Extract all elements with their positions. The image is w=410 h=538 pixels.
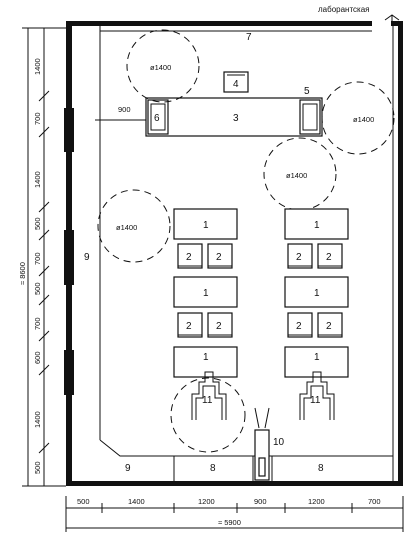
walls [64, 21, 403, 486]
circle-3-label: ø1400 [286, 171, 307, 180]
circle-1 [126, 29, 200, 103]
chairs: 2 2 2 2 2 2 2 [177, 243, 343, 338]
left-window-1 [64, 108, 74, 152]
label-1: 1 [203, 288, 209, 299]
bottom-benches: 9 8 8 [125, 456, 324, 481]
label-1: 1 [203, 352, 209, 363]
sink-right [299, 99, 321, 135]
chair: 2 [317, 243, 343, 269]
bottom-dimension-chain: 500 1400 1200 900 1200 700 ≈ 5900 [65, 496, 404, 532]
dim-bottom-5: 1200 [308, 497, 325, 506]
svg-text:2: 2 [296, 321, 302, 332]
chair: 2 [287, 243, 313, 269]
left-ticks [38, 90, 50, 454]
label-1: 1 [314, 288, 320, 299]
svg-text:2: 2 [216, 252, 222, 263]
top-wall-right [391, 21, 403, 26]
clearance-circles: ø1400 ø1400 ø1400 ø1400 [97, 29, 395, 453]
right-wall [398, 21, 403, 486]
dim-left-1: 1400 [33, 58, 42, 75]
label-3: 3 [233, 113, 239, 124]
dim-left-total: ≈ 8600 [18, 262, 27, 285]
chair: 2 [177, 312, 203, 338]
dim-900-opening: 900 [118, 105, 131, 114]
table-right-2 [284, 276, 349, 308]
circle-4-label: ø1400 [116, 223, 137, 232]
label-10: 10 [273, 437, 285, 448]
demo-table: 3 6 5 [145, 86, 323, 137]
chair: 2 [207, 243, 233, 269]
label-1: 1 [314, 220, 320, 231]
student-tables: 1 1 1 1 1 1 [173, 208, 349, 378]
label-7: 7 [246, 32, 252, 43]
svg-text:2: 2 [186, 252, 192, 263]
table-left-2 [173, 276, 238, 308]
circle-3 [263, 137, 337, 211]
door-arrows-icon [254, 407, 270, 429]
label-11-right: 11 [310, 395, 321, 406]
dim-left-8: 600 [33, 351, 42, 364]
label-9-left: 9 [84, 252, 90, 263]
dim-left-4: 500 [33, 217, 42, 230]
dim-left-6: 500 [33, 282, 42, 295]
table-right-1 [284, 208, 349, 240]
cabinet: 4 [223, 71, 249, 93]
circle-4 [97, 189, 171, 263]
dim-bottom-2: 1400 [128, 497, 145, 506]
dim-left-7: 700 [33, 317, 42, 330]
bottom-wall [66, 481, 403, 486]
left-window-3 [64, 350, 74, 395]
dim-left-5: 700 [33, 252, 42, 265]
left-dimension-chain: 1400 700 1400 500 700 500 700 600 1400 5… [18, 27, 66, 487]
label-11-left: 11 [202, 395, 213, 406]
left-window-2 [64, 230, 74, 285]
dim-left-2: 700 [33, 112, 42, 125]
dim-bottom-3: 1200 [198, 497, 215, 506]
svg-text:2: 2 [186, 321, 192, 332]
top-bench: 7 [99, 26, 372, 440]
top-wall-left [66, 21, 372, 26]
svg-text:2: 2 [216, 321, 222, 332]
circle-2 [321, 81, 395, 155]
stools: 11 11 [191, 371, 335, 420]
dim-bottom-1: 500 [77, 497, 90, 506]
label-9-bottom: 9 [125, 463, 131, 474]
chair: 2 [287, 312, 313, 338]
dim-bottom-6: 700 [368, 497, 381, 506]
svg-text:2: 2 [326, 252, 332, 263]
svg-text:2: 2 [326, 321, 332, 332]
chair: 2 [177, 243, 203, 269]
stool-left [191, 371, 227, 420]
bottom-bench-line [99, 439, 393, 457]
stool-right [299, 371, 335, 420]
door: 10 [254, 407, 285, 481]
dim-bottom-4: 900 [254, 497, 267, 506]
label-8-left: 8 [210, 463, 216, 474]
chair: 2 [317, 312, 343, 338]
dim-left-9: 1400 [33, 411, 42, 428]
svg-text:2: 2 [296, 252, 302, 263]
label-1: 1 [203, 220, 209, 231]
dim-left-10: 500 [33, 461, 42, 474]
circle-2-label: ø1400 [353, 115, 374, 124]
label-5: 5 [304, 86, 310, 97]
label-4: 4 [233, 79, 239, 90]
lab-room-label: лаборантская [318, 5, 370, 14]
dim-bottom-total: ≈ 5900 [218, 518, 241, 527]
chair: 2 [207, 312, 233, 338]
sink-left [147, 99, 169, 135]
circle-5 [170, 377, 246, 453]
label-6: 6 [154, 113, 160, 124]
table-left-1 [173, 208, 238, 240]
label-8-right: 8 [318, 463, 324, 474]
circle-1-label: ø1400 [150, 63, 171, 72]
label-1: 1 [314, 352, 320, 363]
dim-left-3: 1400 [33, 171, 42, 188]
